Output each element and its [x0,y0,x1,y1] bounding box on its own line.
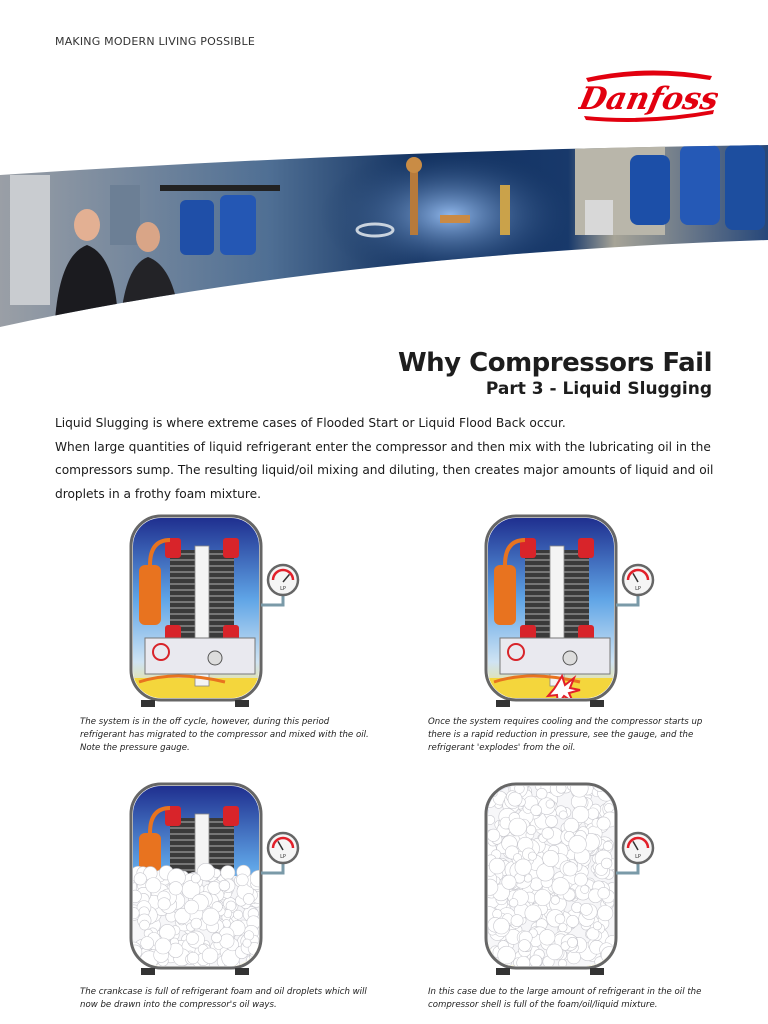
gauge-pipe [616,592,640,607]
motor-winding [165,538,181,558]
foot-left [141,700,155,707]
page-title: Why Compressors Fail [397,348,713,378]
internals [488,786,614,966]
compressor-diagram-3: LP [129,782,300,975]
gauge-pipe [261,592,285,607]
motor-winding [520,538,536,558]
gauge-needle [277,840,284,851]
internals [133,806,259,966]
svg-text:Danfoss: Danfoss [578,81,718,117]
internals [488,538,614,698]
compressor-shell [484,514,618,702]
compressor-shell [129,782,263,970]
foot-right [590,968,604,975]
gauge-label: LP [280,854,286,860]
gauge-pipe [616,860,640,875]
foot-right [590,700,604,707]
burst-flash [545,673,581,698]
photo-banner [0,145,768,327]
internals [133,538,259,698]
suction-muffler [139,565,161,625]
tagline: MAKING MODERN LIVING POSSIBLE [55,35,255,48]
motor-winding [223,538,239,558]
caption-4: In this case due to the large amount of … [428,987,702,1010]
intro-text: Liquid Slugging is where extreme cases o… [55,412,725,506]
intro-line-2: When large quantities of liquid refriger… [55,439,714,501]
danfoss-logo: Danfoss [578,70,718,122]
foot-left [141,968,155,975]
caption-1: The system is in the off cycle, however,… [80,717,369,753]
caption-2: Once the system requires cooling and the… [428,717,703,753]
gauge-needle [282,573,291,583]
oil-sump [488,678,614,698]
motor-winding [165,806,181,826]
motor-winding [223,806,239,826]
gauge-label: LP [280,586,286,592]
motor-winding [578,538,594,558]
compressor-diagram-1: LP [129,514,300,707]
oil-sump [133,678,259,698]
gauge-needle [632,840,639,851]
gauge-label: LP [635,586,641,592]
compressor-diagram-2: LP [484,514,655,707]
compressor-diagram-4: LP [484,782,655,975]
compressor-shell [484,782,618,970]
foot-left [496,700,510,707]
foot-right [235,968,249,975]
gauge-needle [632,572,639,583]
intro-line-1: Liquid Slugging is where extreme cases o… [55,416,566,430]
suction-muffler [494,565,516,625]
foot-left [496,968,510,975]
gauge-label: LP [635,854,641,860]
page-subtitle: Part 3 - Liquid Slugging [485,379,712,399]
foot-right [235,700,249,707]
gauge-pipe [261,860,285,875]
caption-3: The crankcase is full of refrigerant foa… [80,987,367,1010]
compressor-shell [129,514,263,702]
